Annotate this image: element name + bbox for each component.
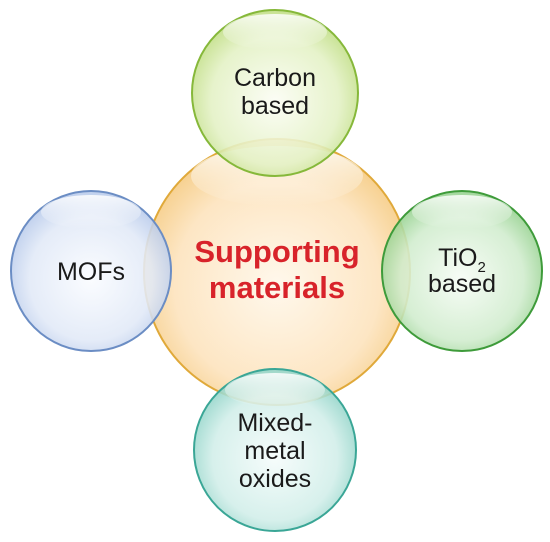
mixed-metal-oxides-circle (193, 368, 357, 532)
mofs-circle (10, 190, 172, 352)
mofs-label: MOFs (57, 258, 125, 286)
mixed-label-line1: Mixed- (237, 409, 312, 437)
mixed-label-line2: metal (244, 437, 305, 465)
tio2-label-main: TiO (438, 244, 477, 272)
carbon-label-line2: based (241, 92, 309, 120)
tio2-label-line1: TiO2 (438, 244, 486, 276)
center-label-line1: Supporting (194, 234, 359, 269)
carbon-label-line1: Carbon (234, 64, 316, 92)
carbon-based-circle (191, 9, 359, 177)
tio2-based-circle (381, 190, 543, 352)
tio2-label-line2: based (428, 270, 496, 298)
tio2-label-subscript: 2 (478, 259, 486, 276)
center-label-line2: materials (209, 270, 345, 305)
mixed-label-line3: oxides (239, 465, 311, 493)
